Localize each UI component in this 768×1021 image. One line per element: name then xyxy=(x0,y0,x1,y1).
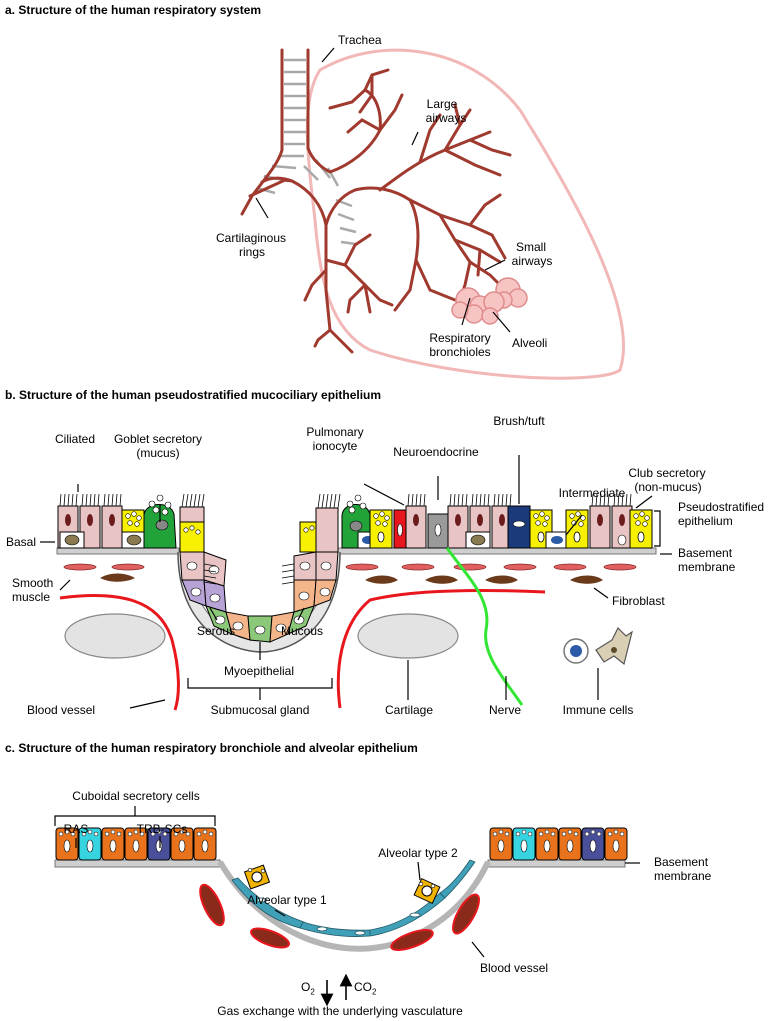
ciliated-cell xyxy=(589,505,611,549)
epithelial-cells xyxy=(57,493,653,549)
label-serous: Serous xyxy=(196,624,236,638)
gland-cells xyxy=(179,493,341,643)
label-basement-c-1: Basement xyxy=(654,855,709,869)
label-cuboidal: Cuboidal secretory cells xyxy=(72,789,200,803)
label-large-airways-1: Large xyxy=(426,97,458,111)
label-o2: O2 xyxy=(301,980,315,997)
label-ciliated: Ciliated xyxy=(54,432,96,446)
label-club-1: Club secretory xyxy=(628,466,706,480)
label-resp-bronchioles-1: Respiratory xyxy=(429,331,491,345)
ciliated-cell xyxy=(101,505,123,549)
gas-arrows xyxy=(320,973,353,1007)
label-basement-2: membrane xyxy=(678,560,736,574)
label-basement-1: Basement xyxy=(678,546,733,560)
label-small-airways-1: Small xyxy=(515,240,547,254)
label-blood-vessel-b: Blood vessel xyxy=(27,703,96,717)
label-small-airways-2: airways xyxy=(511,254,553,268)
label-trb-scs: TRB-SCs xyxy=(136,822,188,836)
ciliated-cell xyxy=(405,505,427,549)
label-cartilaginous-2: rings xyxy=(238,245,266,259)
label-mucous: Mucous xyxy=(280,624,324,638)
label-smooth-2: muscle xyxy=(12,590,51,604)
panel-a-heading: a. Structure of the human respiratory sy… xyxy=(5,3,262,17)
label-alveolar-type1: Alveolar type 1 xyxy=(247,893,327,907)
label-intermediate: Intermediate xyxy=(558,486,626,500)
panel-c-heading: c. Structure of the human respiratory br… xyxy=(5,741,418,755)
fibroblast-cells xyxy=(100,573,603,584)
label-fibroblast: Fibroblast xyxy=(612,594,665,608)
alveolar-type1-cells xyxy=(231,859,476,937)
smooth-muscle-cells xyxy=(63,563,637,571)
label-cartilaginous-1: Cartilaginous xyxy=(215,231,287,245)
label-pseudostratified-1: Pseudostratified xyxy=(678,500,765,514)
label-neuroendocrine: Neuroendocrine xyxy=(393,445,479,459)
label-blood-vessel-c: Blood vessel xyxy=(480,961,549,975)
label-immune-cells: Immune cells xyxy=(562,703,634,717)
label-smooth-1: Smooth xyxy=(12,576,54,590)
label-submucosal-gland: Submucosal gland xyxy=(210,703,310,717)
alveoli-clusters xyxy=(451,277,528,325)
label-alveolar-type2: Alveolar type 2 xyxy=(378,846,458,860)
label-ras: RAS xyxy=(63,822,89,836)
panel-a-leaders xyxy=(255,47,511,333)
blood-vessels xyxy=(59,588,546,711)
panel-b-heading: b. Structure of the human pseudostratifi… xyxy=(5,388,382,402)
label-resp-bronchioles-2: bronchioles xyxy=(429,345,491,359)
label-goblet-1: Goblet secretory xyxy=(113,432,203,446)
lung-outline xyxy=(305,48,625,380)
cartilage-plates xyxy=(64,613,459,659)
label-alveoli: Alveoli xyxy=(512,336,548,350)
label-pulmonary-2: ionocyte xyxy=(312,439,358,453)
label-cartilage: Cartilage xyxy=(384,703,434,717)
panel-b-leaders xyxy=(40,455,672,709)
label-goblet-2: (mucus) xyxy=(136,446,180,460)
label-gas-exchange: Gas exchange with the underlying vascula… xyxy=(217,1004,463,1018)
alveolar-type2-cells xyxy=(243,864,441,905)
immune-cells xyxy=(563,626,633,666)
ciliated-cell xyxy=(447,505,469,549)
label-trachea: Trachea xyxy=(338,33,382,47)
label-basement-c-2: membrane xyxy=(654,869,712,883)
label-pulmonary-1: Pulmonary xyxy=(306,425,364,439)
cuboidal-cells xyxy=(55,827,628,861)
nerve-fiber xyxy=(445,547,524,706)
label-myoepithelial: Myoepithelial xyxy=(223,664,295,678)
basement-membrane xyxy=(56,547,657,555)
label-brush-tuft: Brush/tuft xyxy=(493,414,545,428)
airway-tree xyxy=(240,48,512,354)
label-nerve: Nerve xyxy=(488,703,522,717)
label-pseudostratified-2: epithelium xyxy=(678,514,733,528)
capillaries xyxy=(199,883,481,951)
panel-c-leaders xyxy=(54,806,640,958)
gland-ciliated-cell xyxy=(315,507,339,553)
label-basal: Basal xyxy=(6,535,37,549)
label-large-airways-2: airways xyxy=(425,111,467,125)
label-co2: CO2 xyxy=(354,980,377,997)
label-club-2: (non-mucus) xyxy=(634,480,702,494)
